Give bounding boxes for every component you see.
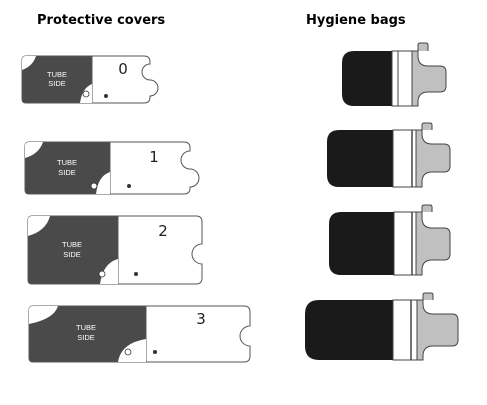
hygiene-bag-size-3 bbox=[305, 292, 459, 361]
tube-side-label-line1: TUBE bbox=[76, 323, 96, 332]
tube-side-label-line2: SIDE bbox=[77, 333, 95, 342]
protective-covers-heading: Protective covers bbox=[37, 13, 166, 28]
cover-size-number: 1 bbox=[149, 148, 159, 166]
hygiene-bag-size-1 bbox=[327, 122, 451, 188]
protective-cover-size-1: TUBE SIDE 1 bbox=[24, 141, 200, 195]
tube-side-label-line2: SIDE bbox=[48, 79, 66, 88]
cover-size-number: 2 bbox=[158, 222, 168, 240]
hygiene-bags-heading: Hygiene bags bbox=[306, 13, 406, 28]
tube-side-label-line1: TUBE bbox=[62, 240, 82, 249]
protective-cover-size-0: TUBE SIDE 0 bbox=[21, 55, 159, 104]
hygiene-bag-size-2 bbox=[329, 204, 451, 276]
tube-side-label-line1: TUBE bbox=[57, 158, 77, 167]
tube-side-label-line2: SIDE bbox=[58, 168, 76, 177]
hygiene-bag-size-0 bbox=[342, 42, 447, 107]
tube-side-label-line1: TUBE bbox=[47, 70, 67, 79]
cover-size-number: 3 bbox=[196, 310, 206, 328]
cover-size-number: 0 bbox=[118, 60, 128, 78]
protective-cover-size-3: TUBE SIDE 3 bbox=[28, 305, 251, 363]
tube-side-label-line2: SIDE bbox=[63, 250, 81, 259]
protective-cover-size-2: TUBE SIDE 2 bbox=[27, 215, 203, 285]
